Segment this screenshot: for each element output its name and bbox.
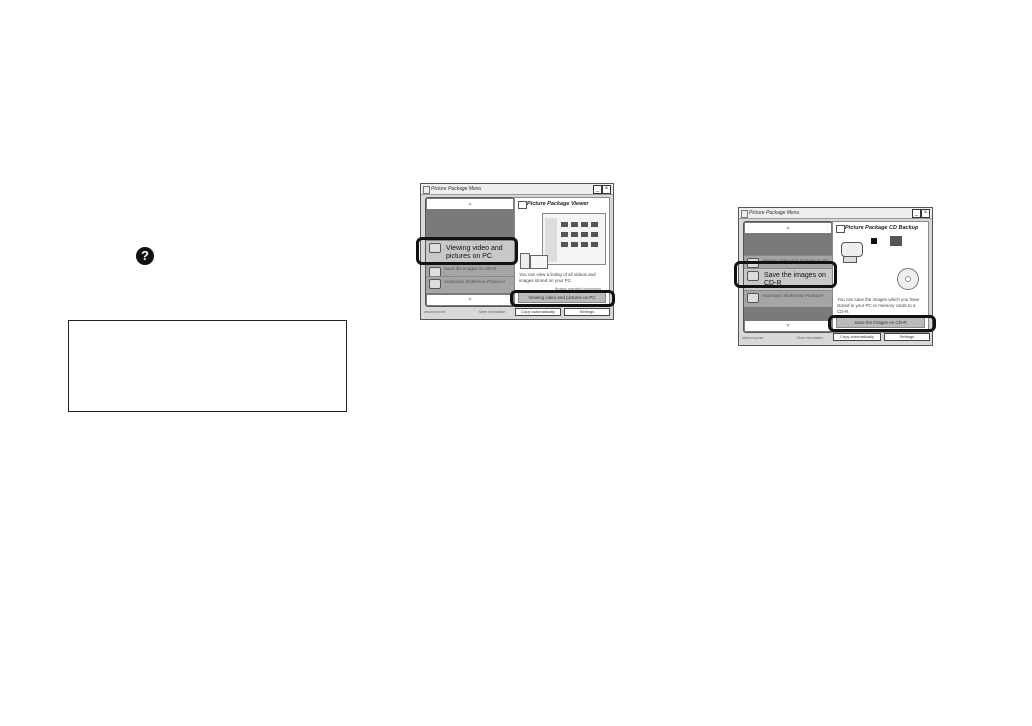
copy-automatically-button[interactable]: Copy automatically <box>833 333 881 341</box>
minimize-button[interactable]: _ <box>912 209 921 218</box>
panel-description: You can view a listing of all videos and… <box>519 272 596 283</box>
highlight-callout <box>734 261 837 288</box>
more-information-link[interactable]: More information <box>479 310 506 314</box>
close-button[interactable]: × <box>602 185 611 194</box>
screenshot-thumbnail-icon <box>542 213 606 265</box>
note-box <box>68 320 347 412</box>
menu-item-viewing[interactable]: Viewing video and pictures on PC <box>426 240 514 264</box>
menu-item-label: Save the images on CD-R <box>444 266 497 271</box>
cd-icon <box>747 271 759 281</box>
viewer-icon <box>518 201 527 209</box>
photo-thumbnail-icon <box>890 236 902 246</box>
window-title: Picture Package Menu <box>749 210 800 216</box>
window-title: Picture Package Menu <box>431 186 482 192</box>
pc-tower-icon <box>520 253 530 269</box>
settings-button[interactable]: Settings <box>564 308 610 316</box>
scroll-up-button[interactable]: ▵ <box>427 199 513 209</box>
highlight-callout <box>416 237 518 265</box>
settings-button[interactable]: Settings <box>884 333 930 341</box>
app-icon <box>741 210 748 218</box>
website-link[interactable]: www.sony.net <box>742 336 764 340</box>
minimize-button[interactable]: _ <box>593 185 602 194</box>
viewer-icon <box>429 243 441 253</box>
panel-title: Picture Package Viewer <box>527 201 589 207</box>
app-icon <box>423 186 430 194</box>
panel-title: Picture Package CD Backup <box>845 225 919 231</box>
menu-item-slideshow[interactable]: Automatic Slideshow Producer <box>426 276 514 293</box>
menu-list: ▵ Viewing video and pictures on PC Save … <box>743 221 833 333</box>
title-bar: Picture Package Menu _ × <box>739 208 932 219</box>
highlight-callout <box>828 315 936 332</box>
cd-backup-panel: Picture Package CD Backup You can save t… <box>832 221 929 333</box>
picture-package-menu-window-viewer: Picture Package Menu _ × ▵ Viewing video… <box>416 183 615 320</box>
monitor-icon <box>530 255 548 269</box>
viewer-panel: Picture Package Viewer You can view a li… <box>514 197 610 307</box>
website-link[interactable]: www.sony.net <box>424 310 446 314</box>
menu-item-label: Save the images on CD-R <box>764 272 826 287</box>
menu-item-label: Automatic Slideshow Producer <box>444 279 506 284</box>
photo-thumbnail-icon <box>871 238 877 244</box>
menu-item-cd-backup[interactable]: Save the images on CD-R <box>744 268 832 290</box>
close-button[interactable]: × <box>921 209 930 218</box>
help-icon: ? <box>136 247 154 265</box>
instructions-link[interactable]: Browse operating instructions <box>555 287 601 291</box>
menu-item-label: Automatic Slideshow Producer <box>762 293 824 298</box>
scroll-up-button[interactable]: ▵ <box>745 223 831 233</box>
title-bar: Picture Package Menu _ × <box>421 184 613 195</box>
camera-icon <box>841 242 863 257</box>
menu-item-label: Viewing video and pictures on PC <box>446 245 503 260</box>
cd-disc-icon <box>897 268 919 290</box>
scroll-down-button[interactable]: ▿ <box>745 321 831 331</box>
slideshow-icon <box>747 293 759 303</box>
menu-item-slideshow[interactable]: Automatic Slideshow Producer <box>744 290 832 307</box>
picture-package-menu-window-cd-backup: Picture Package Menu _ × ▵ Viewing video… <box>734 207 936 346</box>
panel-description: You can save the images which you have s… <box>837 297 920 314</box>
highlight-callout <box>510 290 615 307</box>
slideshow-icon <box>429 279 441 289</box>
more-information-link[interactable]: More information <box>797 336 824 340</box>
memory-card-icon <box>843 256 857 263</box>
menu-item-label: Viewing video and pictures on PC <box>762 258 830 263</box>
copy-automatically-button[interactable]: Copy automatically <box>515 308 561 316</box>
cd-backup-icon <box>836 225 845 233</box>
scroll-down-button[interactable]: ▿ <box>427 295 513 305</box>
